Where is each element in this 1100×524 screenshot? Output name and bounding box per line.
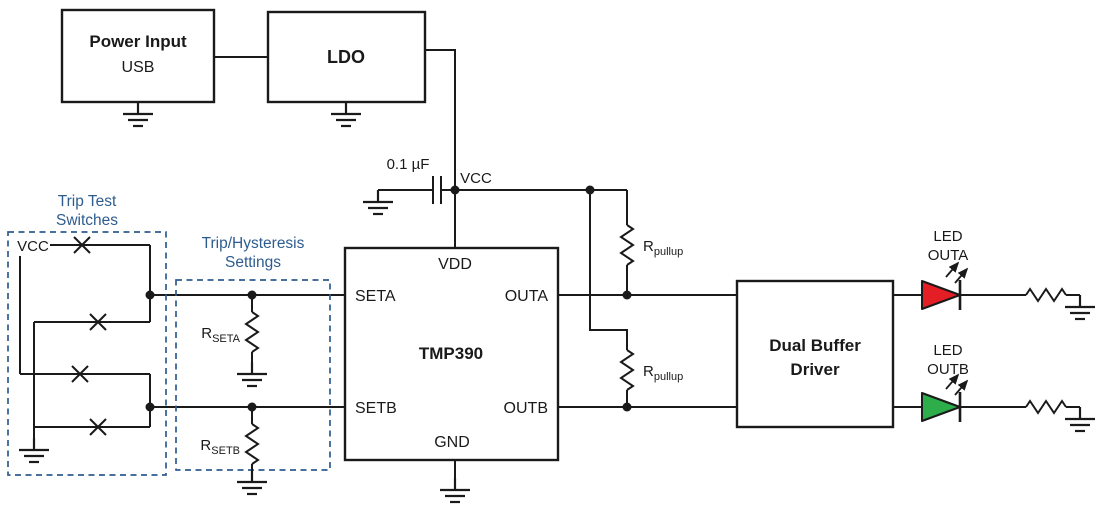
buffer-block: Dual Buffer Driver xyxy=(735,279,895,429)
rsetb-label: RSETB xyxy=(200,437,240,457)
ldo-block: LDO xyxy=(266,10,427,128)
led-b-icon xyxy=(921,392,961,422)
trip-test-switches: Trip Test Switches VCC xyxy=(7,193,167,476)
led-b-light-arrow xyxy=(954,379,969,396)
ground-icon xyxy=(121,100,155,128)
capacitor-value-label: 0.1 µF xyxy=(387,156,430,173)
led-a-light-arrow xyxy=(954,267,969,284)
junction-dot xyxy=(145,402,155,412)
pin-outa-label: OUTA xyxy=(505,288,549,305)
led-a-label-line2: OUTA xyxy=(928,247,969,264)
led-a-light-arrow xyxy=(945,261,960,278)
led-b-light-arrow xyxy=(945,373,960,390)
ldo-title: LDO xyxy=(327,47,365,67)
pullup-b-resistor xyxy=(620,349,634,391)
settings-title-line2: Settings xyxy=(225,254,281,271)
ground-icon xyxy=(361,188,395,216)
rseta-label: RSETA xyxy=(201,325,240,345)
pin-vdd-label: VDD xyxy=(438,256,472,273)
tmp390-title: TMP390 xyxy=(419,344,483,363)
trip-hysteresis-settings: Trip/Hysteresis Settings RSETA RSETB xyxy=(175,235,331,496)
led-outa-branch: LED OUTA xyxy=(893,228,1097,321)
trip-test-title-line2: Switches xyxy=(56,212,118,229)
pin-gnd-label: GND xyxy=(434,434,470,451)
power-input-title: Power Input xyxy=(89,32,187,51)
settings-title-line1: Trip/Hysteresis xyxy=(202,235,305,252)
ground-icon xyxy=(235,468,269,496)
pin-setb-label: SETB xyxy=(355,400,397,417)
pin-seta-label: SETA xyxy=(355,288,396,305)
buffer-box xyxy=(735,279,895,429)
pullup-a-resistor xyxy=(620,224,634,266)
trip-vcc-label: VCC xyxy=(17,238,49,255)
wire-pullup-b-top xyxy=(589,190,628,350)
vcc-label: VCC xyxy=(460,170,492,187)
pullup-b-label: Rpullup xyxy=(643,363,683,383)
ground-icon xyxy=(1063,405,1097,433)
led-a-label-line1: LED xyxy=(933,228,962,245)
rsetb-resistor xyxy=(245,423,259,465)
decoupling-network: 0.1 µF VCC xyxy=(361,156,492,216)
power-input-box xyxy=(60,8,216,104)
trip-test-title-line1: Trip Test xyxy=(58,193,117,210)
led-a-icon xyxy=(921,280,961,310)
rseta-resistor xyxy=(245,311,259,353)
pin-outb-label: OUTB xyxy=(504,400,548,417)
power-wires xyxy=(214,49,456,248)
led-outb-branch: LED OUTB xyxy=(893,342,1097,433)
led-b-resistor xyxy=(1025,400,1067,414)
tmp390-block: VDD SETA OUTA TMP390 SETB OUTB GND xyxy=(343,246,560,504)
tmp390-box xyxy=(343,246,560,462)
ground-icon xyxy=(17,436,51,464)
buffer-title-line1: Dual Buffer xyxy=(769,336,861,355)
ground-icon xyxy=(235,360,269,388)
led-b-label-line2: OUTB xyxy=(927,361,969,378)
power-input-block: Power Input USB xyxy=(60,8,216,128)
pullup-a-label: Rpullup xyxy=(643,238,683,258)
buffer-title-line2: Driver xyxy=(790,360,840,379)
ground-icon xyxy=(329,100,363,128)
junction-dot xyxy=(145,290,155,300)
ground-icon xyxy=(438,476,472,504)
led-b-label-line1: LED xyxy=(933,342,962,359)
trip-test-dashed-box xyxy=(7,231,167,476)
wire-ldo-to-vdd xyxy=(425,49,456,248)
power-input-subtitle: USB xyxy=(122,59,155,76)
ground-icon xyxy=(1063,293,1097,321)
led-a-resistor xyxy=(1025,288,1067,302)
ldo-box xyxy=(266,10,427,104)
